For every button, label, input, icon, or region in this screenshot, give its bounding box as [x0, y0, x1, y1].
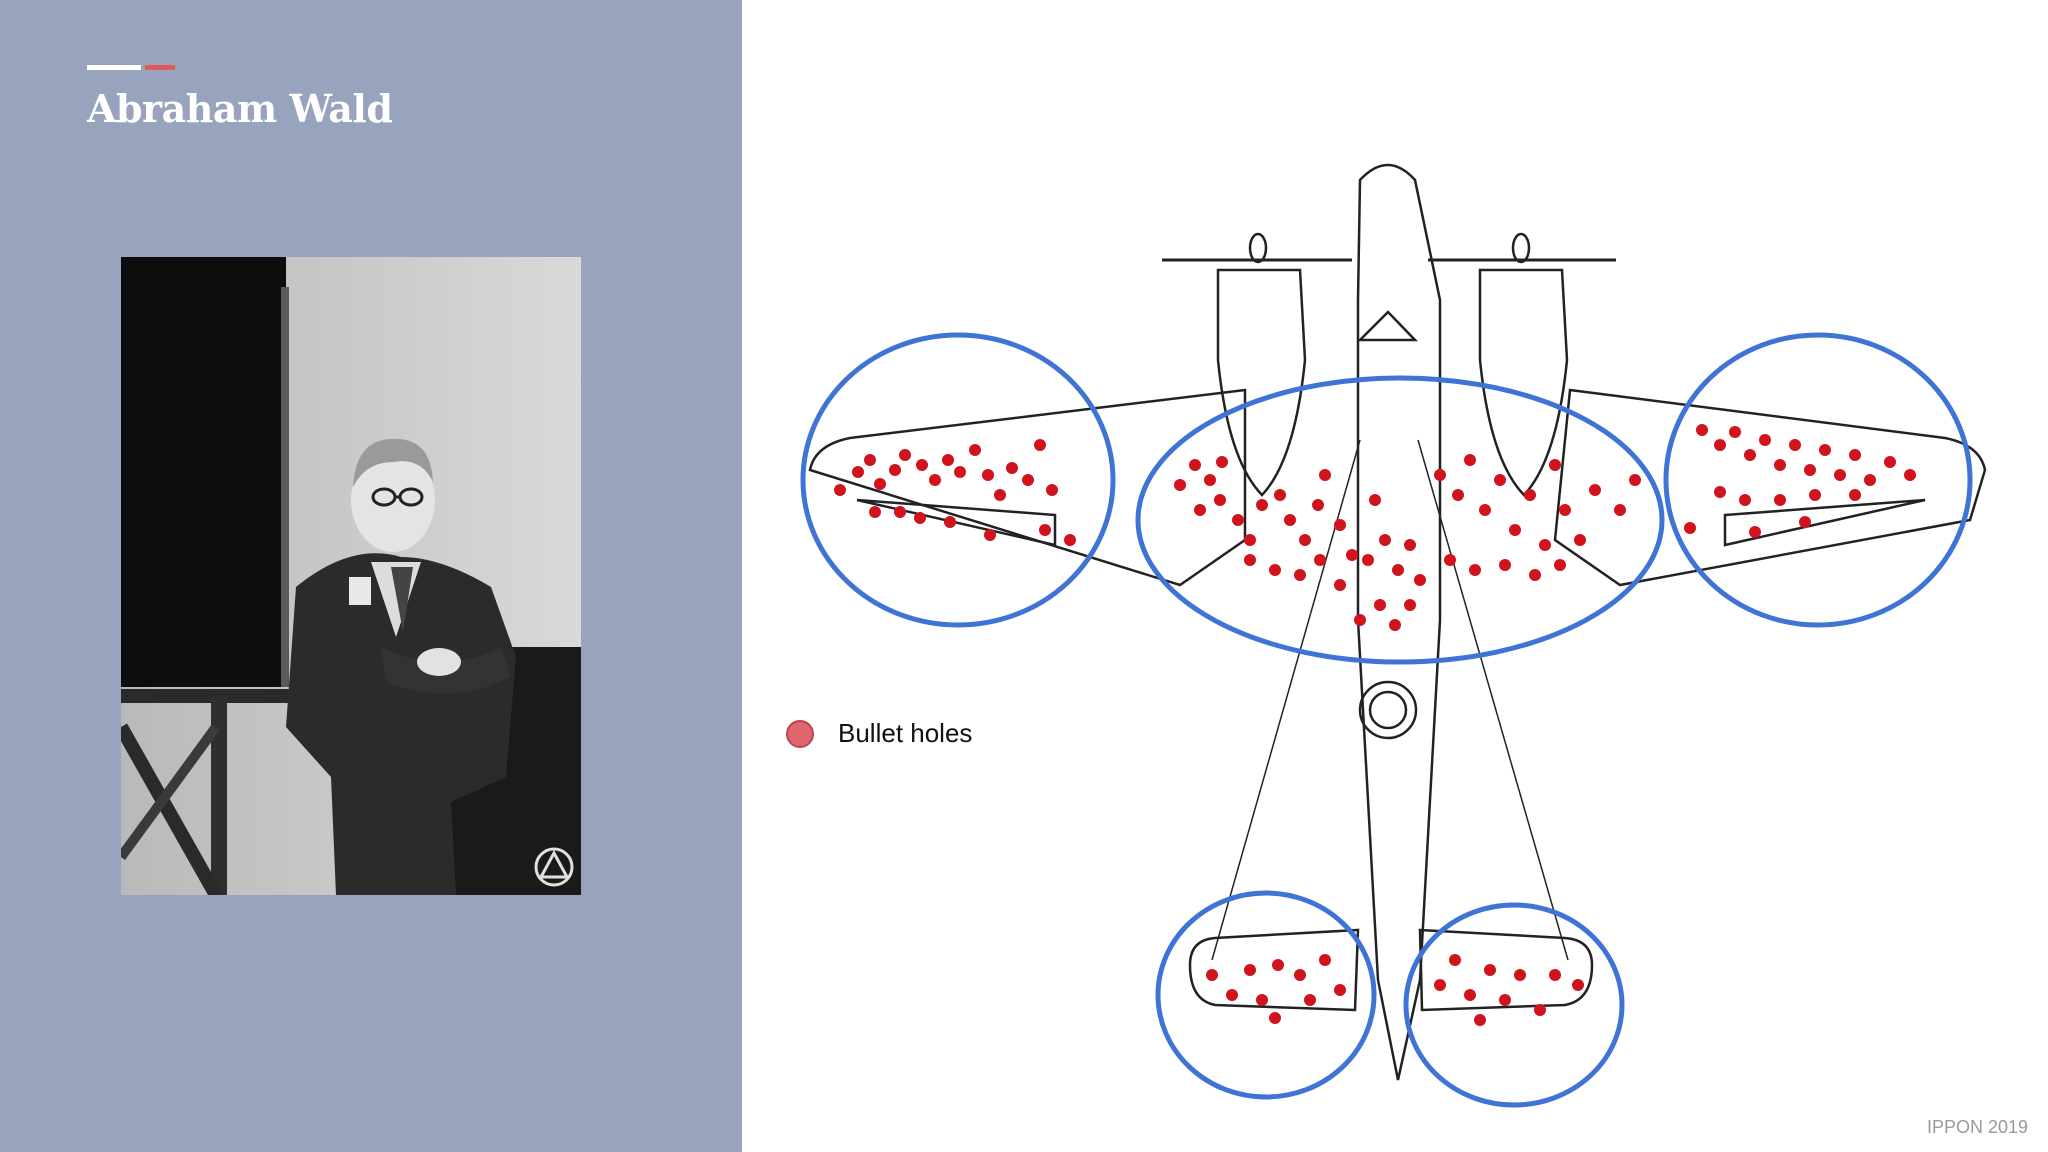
title-accent-red: [145, 65, 175, 70]
left-panel: Abraham Wald: [0, 0, 742, 1152]
legend-label: Bullet holes: [838, 718, 973, 748]
slide-title: Abraham Wald: [87, 86, 393, 131]
title-accent-white: [87, 65, 141, 70]
footer-text: IPPON 2019: [1926, 1117, 2028, 1137]
airplane-diagram: [800, 163, 1987, 1108]
legend: Bullet holes: [786, 718, 972, 749]
red-dot-icon: [786, 719, 814, 748]
portrait-photo: [121, 257, 581, 895]
